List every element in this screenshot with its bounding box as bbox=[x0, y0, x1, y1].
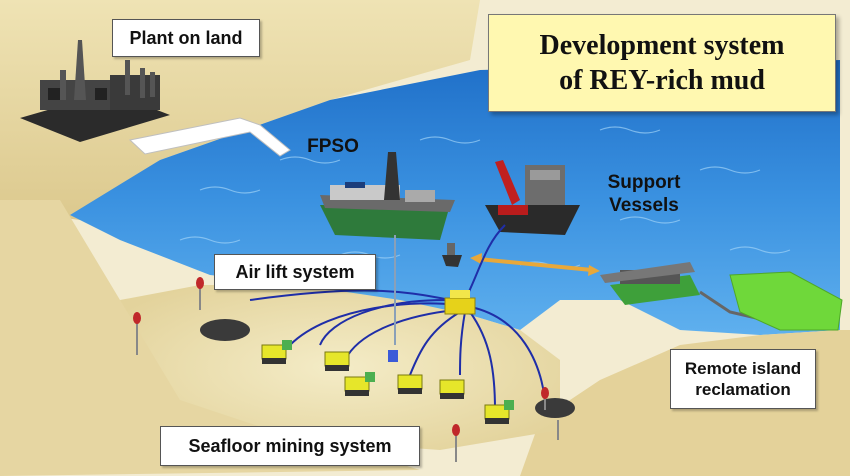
label-plant-on-land: Plant on land bbox=[112, 19, 260, 57]
mining-machines bbox=[261, 340, 514, 424]
label-support-vessels: Support Vessels bbox=[594, 172, 694, 218]
label-support-line-2: Vessels bbox=[609, 194, 679, 216]
title-line-1: Development system bbox=[539, 30, 785, 61]
transport-arrow bbox=[470, 253, 600, 276]
label-remote-island-reclamation: Remote island reclamation bbox=[670, 349, 816, 409]
label-seafloor-mining-system: Seafloor mining system bbox=[160, 426, 420, 466]
fpso-vessel bbox=[320, 152, 455, 240]
air-lift-hub bbox=[444, 290, 476, 315]
label-remote-line-1: Remote island bbox=[684, 358, 802, 378]
support-vessel-illustration bbox=[485, 160, 580, 235]
label-remote-line-2: reclamation bbox=[695, 380, 791, 399]
label-support-line-1: Support bbox=[607, 172, 681, 193]
title-line-2: of REY-rich mud bbox=[559, 65, 765, 96]
label-air-lift-system: Air lift system bbox=[214, 254, 376, 290]
remote-island-illustration bbox=[600, 262, 843, 331]
small-boat bbox=[442, 243, 462, 267]
left-land bbox=[0, 200, 420, 476]
plant-illustration bbox=[20, 40, 170, 142]
marker-post-caps bbox=[133, 277, 549, 436]
pipelines bbox=[249, 224, 546, 411]
title-box: Development system of REY-rich mud bbox=[488, 14, 836, 112]
label-fpso: FPSO bbox=[307, 136, 359, 157]
pier bbox=[128, 117, 291, 157]
